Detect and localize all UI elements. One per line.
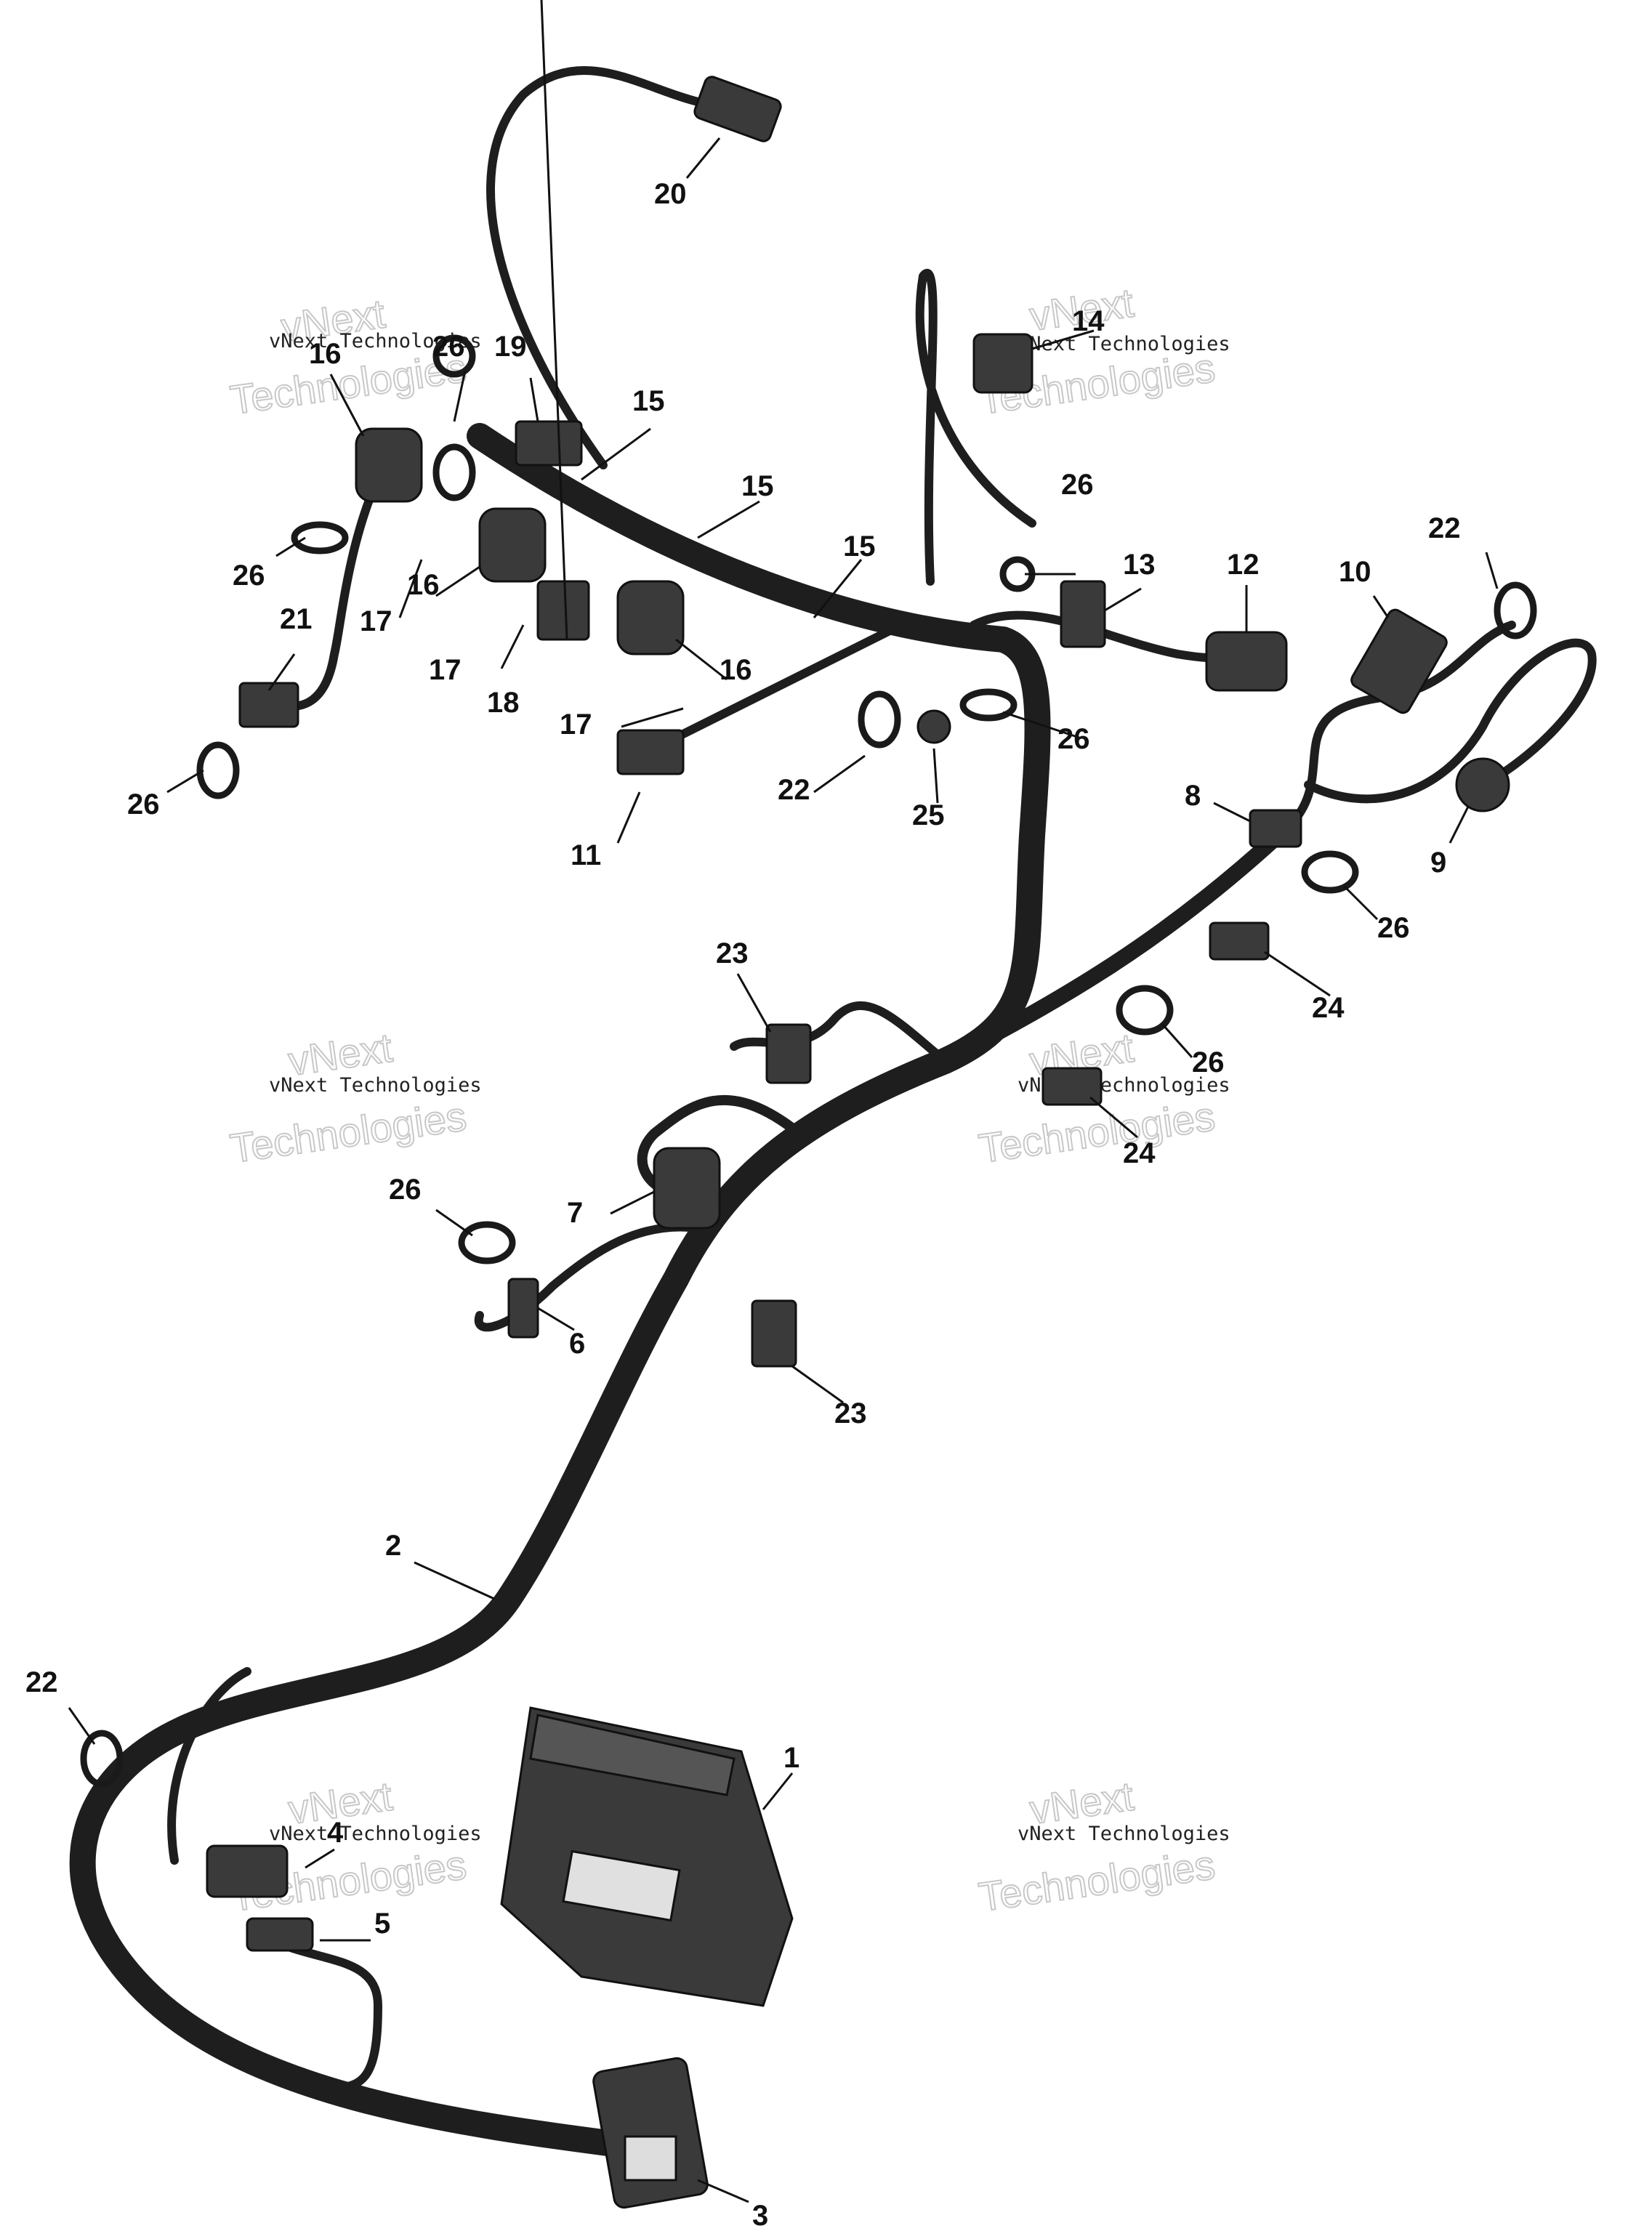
connector-6 xyxy=(507,1278,539,1339)
callout-16c: 16 xyxy=(720,654,752,686)
callout-14: 14 xyxy=(1072,305,1105,337)
callout-24b: 24 xyxy=(1123,1137,1156,1169)
connector-21 xyxy=(238,682,299,728)
callout-17b: 17 xyxy=(429,654,462,686)
callout-11: 11 xyxy=(571,839,601,871)
callout-26f: 26 xyxy=(1377,912,1410,944)
main-harness-trunk xyxy=(69,423,1051,2164)
callout-18: 18 xyxy=(487,687,520,719)
connector-5 xyxy=(246,1917,314,1952)
connector-10 xyxy=(1350,608,1448,714)
callout-23a: 23 xyxy=(716,937,749,969)
connector-14 xyxy=(972,333,1033,394)
svg-text:vNext Technologies: vNext Technologies xyxy=(269,1074,482,1097)
leader-lines xyxy=(68,0,1499,2203)
callout-15b: 15 xyxy=(741,470,774,502)
callout-labels: 1 2 3 4 5 6 7 8 9 10 11 12 13 14 15 15 1… xyxy=(25,178,1461,2231)
svg-text:vNext Technologies: vNext Technologies xyxy=(1018,1823,1230,1845)
callout-7: 7 xyxy=(567,1197,583,1229)
callout-21: 21 xyxy=(280,603,313,635)
connector-11 xyxy=(616,729,685,775)
callout-12: 12 xyxy=(1227,549,1260,581)
callout-25: 25 xyxy=(912,799,945,831)
clip-23-upper xyxy=(765,1023,812,1084)
callout-24a: 24 xyxy=(1312,992,1345,1024)
svg-text:vNext Technologies: vNext Technologies xyxy=(1018,333,1230,355)
connector-12 xyxy=(1205,631,1288,692)
watermark-mid-left: vNext vNext Technologies Technologies xyxy=(227,1024,482,1172)
connector-18 xyxy=(536,580,590,641)
callout-9: 9 xyxy=(1430,847,1446,879)
callout-2: 2 xyxy=(385,1530,401,1562)
branch-9-10 xyxy=(1289,621,1597,826)
connector-13 xyxy=(1060,580,1106,648)
watermark-bottom-right: vNext vNext Technologies Technologies xyxy=(975,1772,1230,1921)
branch-4-5 xyxy=(167,1667,382,2092)
callout-16b: 16 xyxy=(407,569,440,601)
ecm-module xyxy=(500,1706,794,2007)
callout-17a: 17 xyxy=(360,605,392,637)
callout-26h: 26 xyxy=(389,1174,422,1206)
callout-26e: 26 xyxy=(1057,723,1090,755)
connector-4 xyxy=(206,1844,289,1898)
branch-right xyxy=(937,813,1302,1069)
branch-injector-left xyxy=(257,446,397,711)
callout-3: 3 xyxy=(752,2200,768,2231)
callout-22b: 22 xyxy=(1428,512,1461,544)
clip-24-upper xyxy=(1209,921,1270,961)
connector-7 xyxy=(653,1147,721,1230)
ignition-coil-connectors xyxy=(355,427,685,655)
branch-14 xyxy=(915,269,1036,586)
ecm-connector xyxy=(592,2057,709,2209)
connector-9 xyxy=(1455,757,1510,812)
callout-5: 5 xyxy=(374,1908,390,1940)
callout-19: 19 xyxy=(494,331,527,363)
callout-4: 4 xyxy=(327,1817,344,1849)
callout-26a: 26 xyxy=(432,331,465,363)
callout-6: 6 xyxy=(569,1328,585,1360)
clip-24-lower xyxy=(1041,1067,1103,1106)
connector-20 xyxy=(693,76,782,142)
svg-text:Technologies: Technologies xyxy=(976,1841,1217,1920)
branch-6 xyxy=(474,1222,702,1332)
callout-16a: 16 xyxy=(309,338,342,370)
callout-22c: 22 xyxy=(25,1666,58,1698)
clip-fasteners xyxy=(80,334,1537,1788)
callout-15a: 15 xyxy=(632,385,665,417)
callout-23b: 23 xyxy=(834,1397,867,1429)
branch-23 xyxy=(730,1001,949,1065)
branch-20 xyxy=(486,65,702,469)
callout-26b: 26 xyxy=(233,560,265,592)
connector-19 xyxy=(515,420,583,467)
callout-1: 1 xyxy=(783,1742,799,1774)
callout-17c: 17 xyxy=(560,709,592,741)
svg-text:Technologies: Technologies xyxy=(227,1093,469,1171)
callout-20: 20 xyxy=(654,178,687,210)
connector-8 xyxy=(1249,809,1302,848)
callout-10: 10 xyxy=(1339,556,1371,588)
callout-26c: 26 xyxy=(127,788,160,820)
clip-23-lower xyxy=(751,1299,797,1368)
svg-text:vNext Technologies: vNext Technologies xyxy=(269,1823,482,1845)
callout-15c: 15 xyxy=(843,530,876,562)
callout-26g: 26 xyxy=(1192,1046,1225,1078)
callout-26d: 26 xyxy=(1061,469,1094,501)
grommet-25 xyxy=(916,709,951,744)
callout-22a: 22 xyxy=(778,774,810,806)
callout-8: 8 xyxy=(1185,780,1201,812)
callout-13: 13 xyxy=(1123,549,1156,581)
